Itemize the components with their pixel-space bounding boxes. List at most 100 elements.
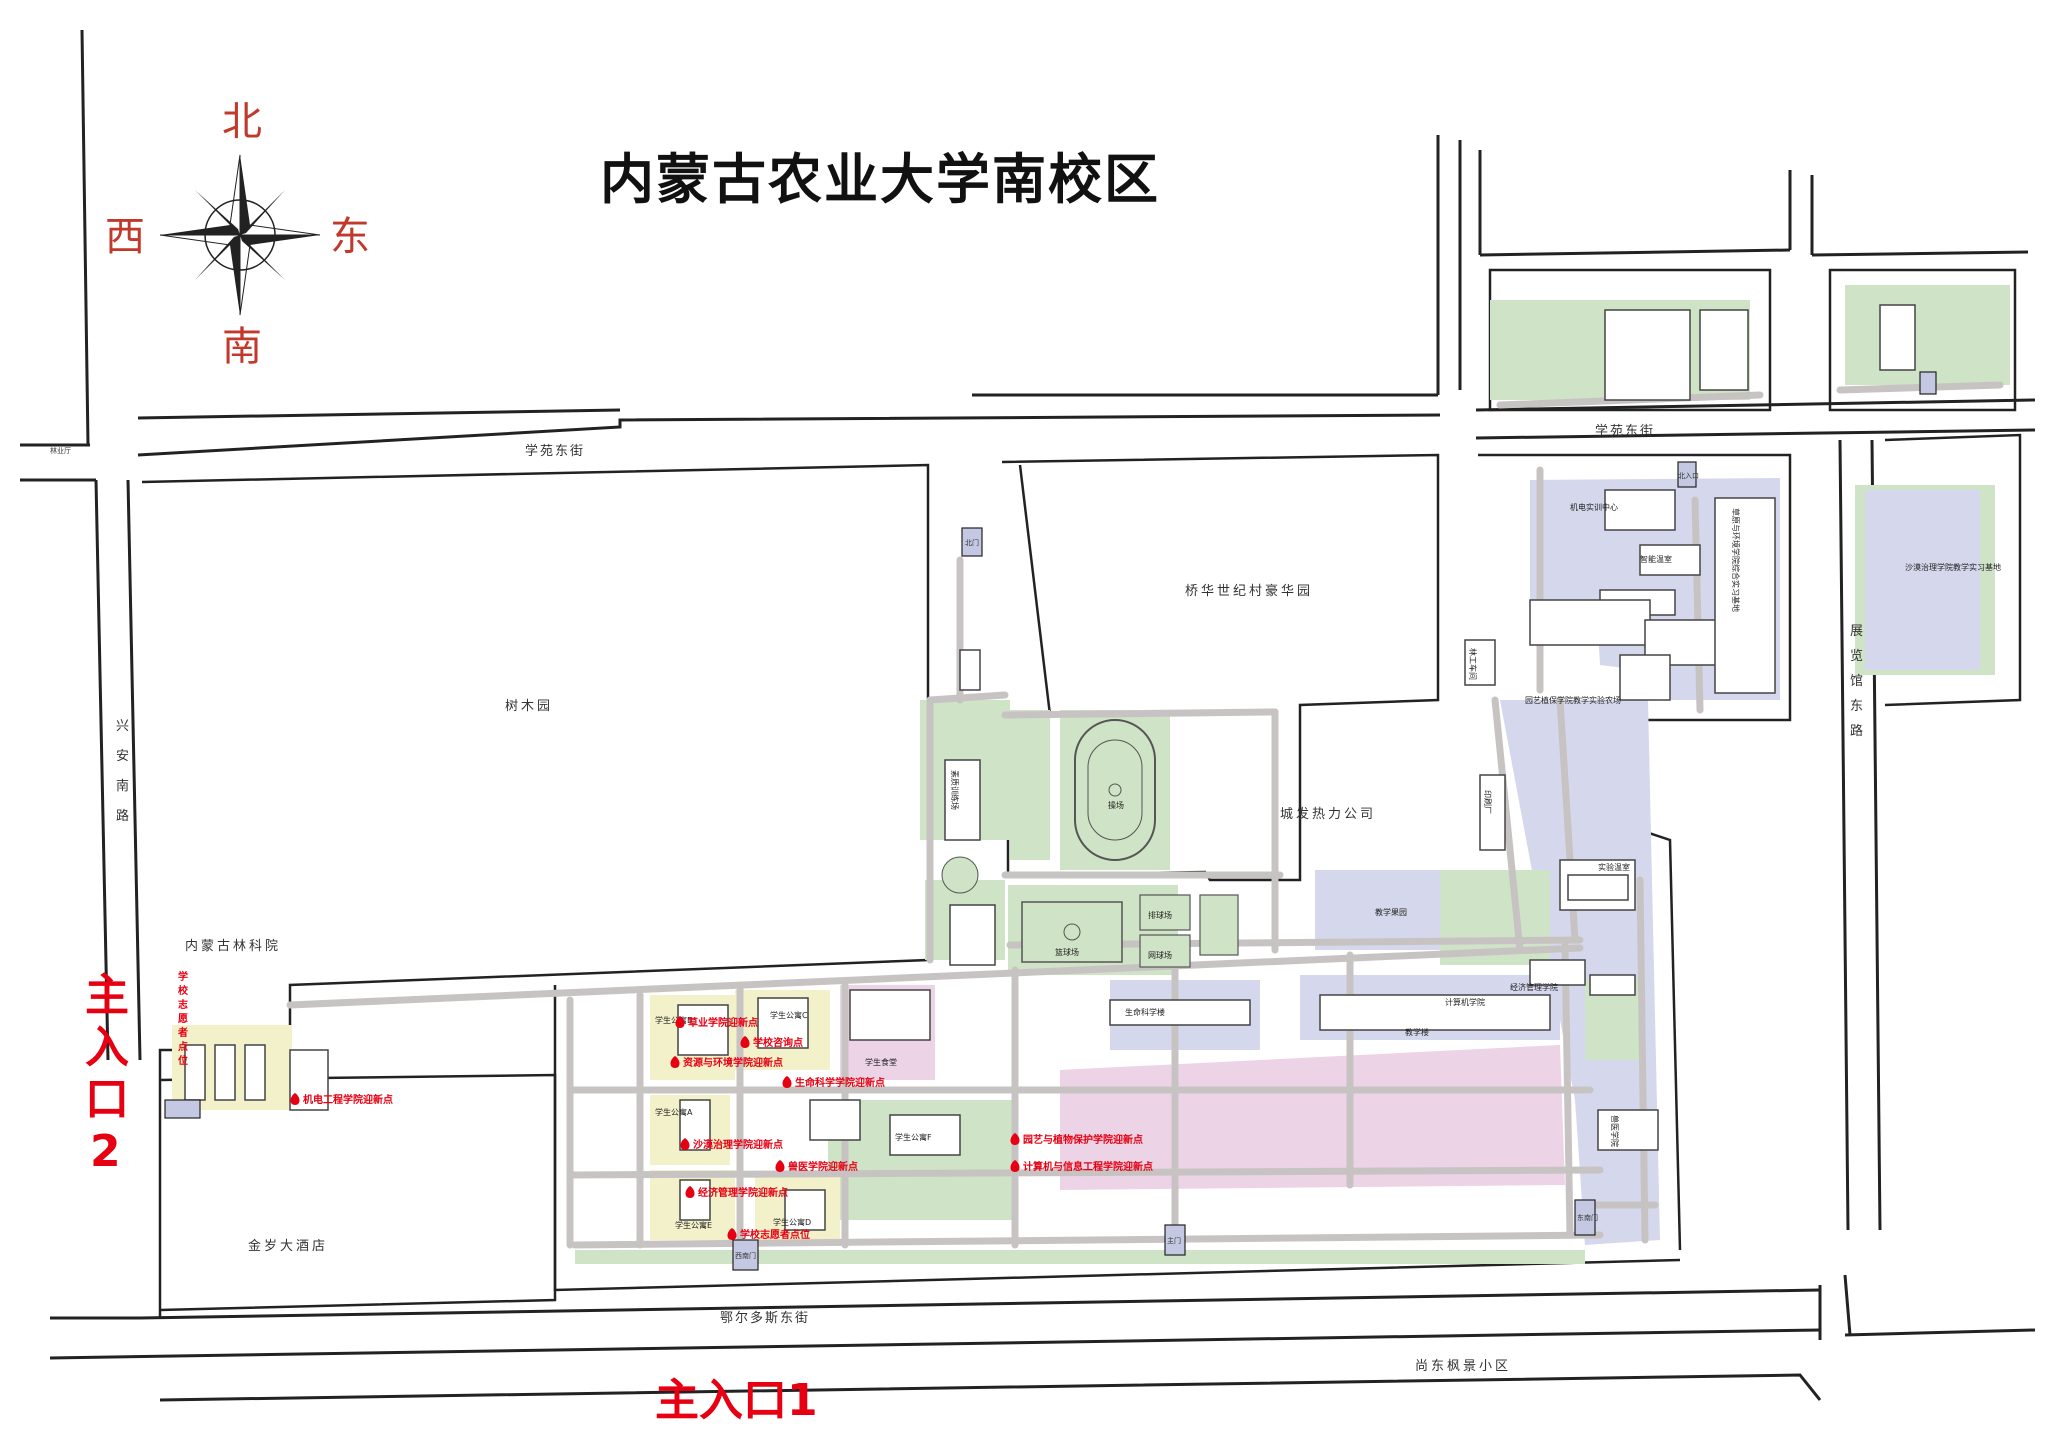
pin[interactable]: 学校咨询点 xyxy=(740,1036,804,1049)
gate-north: 北门 xyxy=(965,538,979,547)
building-apt-d: 学生公寓D xyxy=(773,1217,811,1227)
building-apt-e: 学生公寓E xyxy=(675,1220,712,1230)
area-shamo: 沙漠治理学院教学实习基地 xyxy=(1905,562,2001,572)
svg-text:志: 志 xyxy=(178,998,188,1011)
pin[interactable]: 经济管理学院迎新点 xyxy=(685,1186,789,1199)
building-apt-c: 学生公寓C xyxy=(770,1010,808,1020)
svg-text:点: 点 xyxy=(178,1040,188,1053)
compass-east: 东 xyxy=(330,214,370,260)
svg-text:生命科学学院迎新点: 生命科学学院迎新点 xyxy=(795,1076,885,1089)
svg-text:东: 东 xyxy=(1850,699,1865,714)
svg-text:兽医学院迎新点: 兽医学院迎新点 xyxy=(788,1160,858,1173)
welcome-pins: 草业学院迎新点 学校咨询点 资源与环境学院迎新点 生命科学学院迎新点 沙漠治理学… xyxy=(290,1016,1154,1241)
svg-text:安: 安 xyxy=(116,749,131,764)
building-teaching: 教学楼 xyxy=(1405,1027,1429,1037)
building-apt-a: 学生公寓A xyxy=(655,1107,693,1117)
map-pin-icon xyxy=(670,1056,680,1068)
area-caoyuan: 草原与环境学院综合实习基地 xyxy=(1731,508,1741,612)
pin[interactable]: 园艺与植物保护学院迎新点 xyxy=(1010,1133,1144,1146)
building-volleyball: 排球场 xyxy=(1148,910,1172,920)
svg-text:愿: 愿 xyxy=(178,1013,188,1025)
svg-text:南: 南 xyxy=(116,778,131,794)
gate-east-north: 北入口 xyxy=(1678,472,1699,480)
svg-text:馆: 馆 xyxy=(1850,674,1865,689)
svg-text:路: 路 xyxy=(116,808,131,824)
svg-text:资源与环境学院迎新点: 资源与环境学院迎新点 xyxy=(683,1056,783,1069)
svg-text:机电工程学院迎新点: 机电工程学院迎新点 xyxy=(303,1093,393,1106)
road-xueyuan-east: 学苑东街 xyxy=(1595,423,1655,439)
building-life-science: 生命科学楼 xyxy=(1125,1007,1165,1017)
pin[interactable]: 资源与环境学院迎新点 xyxy=(670,1056,784,1069)
pin[interactable]: 草业学院迎新点 xyxy=(675,1016,759,1029)
building-canteen: 学生食堂 xyxy=(865,1057,897,1067)
map-pin-icon xyxy=(1010,1133,1020,1145)
gate-main: 主门 xyxy=(1167,1236,1181,1245)
buildings-shapes xyxy=(184,304,1916,1231)
building-apt-f: 学生公寓F xyxy=(895,1132,932,1142)
area-linke: 内蒙古林科院 xyxy=(185,938,281,954)
gate-southeast: 东南门 xyxy=(1577,1213,1598,1222)
building-jidian: 机电实训中心 xyxy=(1570,502,1618,512)
svg-text:者: 者 xyxy=(177,1026,188,1039)
map-pin-icon xyxy=(782,1076,792,1088)
road-linye: 林业厅 xyxy=(50,446,71,455)
svg-text:兴: 兴 xyxy=(116,719,131,734)
pin[interactable]: 沙漠治理学院迎新点 xyxy=(680,1138,784,1151)
pin[interactable]: 学校志愿者点位 xyxy=(727,1228,811,1241)
building-playground: 操场 xyxy=(1108,800,1124,810)
building-print: 印刷厂 xyxy=(1483,790,1492,814)
building-training: 素质训练场 xyxy=(950,770,960,810)
building-computer: 计算机学院 xyxy=(1445,997,1485,1007)
area-jinsui: 金岁大酒店 xyxy=(248,1238,328,1254)
area-yuanyi: 园艺植保学院教学实验农场 xyxy=(1525,695,1621,705)
svg-text:主: 主 xyxy=(85,970,129,1021)
road-xueyuan-west: 学苑东街 xyxy=(525,443,585,459)
svg-text:览: 览 xyxy=(1850,648,1865,664)
svg-text:学: 学 xyxy=(178,970,188,983)
gate-southwest: 西南门 xyxy=(735,1251,756,1260)
building-linjie: 林工车间 xyxy=(1468,648,1478,680)
campus-paths xyxy=(286,381,2004,1249)
svg-text:入: 入 xyxy=(85,1022,129,1073)
building-tennis: 网球场 xyxy=(1148,950,1172,960)
sports-facilities xyxy=(941,719,1239,968)
pin[interactable]: 计算机与信息工程学院迎新点 xyxy=(1010,1160,1154,1173)
compass-west: 西 xyxy=(105,214,145,260)
compass-north: 北 xyxy=(222,99,262,145)
svg-text:学校咨询点: 学校咨询点 xyxy=(753,1036,803,1049)
road-erdos: 鄂尔多斯东街 xyxy=(720,1310,810,1326)
map-title: 内蒙古农业大学南校区 xyxy=(600,148,1160,211)
svg-text:草业学院迎新点: 草业学院迎新点 xyxy=(688,1016,758,1029)
building-basketball: 篮球场 xyxy=(1055,947,1079,957)
map-pin-icon xyxy=(680,1138,690,1150)
map-pin-icon xyxy=(740,1036,750,1048)
area-qiaohua: 桥华世纪村豪华园 xyxy=(1185,583,1313,599)
building-vet: 兽医学院 xyxy=(1610,1115,1620,1147)
map-pin-icon xyxy=(675,1016,685,1028)
svg-text:口: 口 xyxy=(85,1074,129,1125)
svg-text:位: 位 xyxy=(178,1054,188,1067)
entrance-main-1: 主入口1 xyxy=(655,1375,818,1426)
area-shumu: 树木园 xyxy=(505,699,553,714)
building-economics: 经济管理学院 xyxy=(1510,982,1558,992)
compass-south: 南 xyxy=(222,324,262,370)
pin[interactable]: 生命科学学院迎新点 xyxy=(782,1076,886,1089)
svg-text:2: 2 xyxy=(90,1126,121,1177)
road-zhanlan: 展 览 馆 东 路 xyxy=(1850,624,1865,739)
pin[interactable]: 机电工程学院迎新点 xyxy=(290,1093,394,1106)
map-pin-icon xyxy=(685,1186,695,1198)
svg-text:经济管理学院迎新点: 经济管理学院迎新点 xyxy=(698,1186,788,1199)
area-chengfa: 城发热力公司 xyxy=(1280,806,1376,822)
gates xyxy=(164,371,1937,1271)
svg-text:计算机与信息工程学院迎新点: 计算机与信息工程学院迎新点 xyxy=(1023,1160,1153,1173)
map-pin-icon xyxy=(290,1093,300,1105)
svg-text:展: 展 xyxy=(1850,624,1865,639)
building-smart-greenhouse: 智能温室 xyxy=(1640,554,1672,564)
pin[interactable]: 兽医学院迎新点 xyxy=(775,1160,859,1173)
building-orchard: 教学果园 xyxy=(1375,907,1407,917)
entrance-main-2: 主 入 口 2 xyxy=(85,970,129,1177)
svg-text:园艺与植物保护学院迎新点: 园艺与植物保护学院迎新点 xyxy=(1023,1133,1143,1146)
volunteer-point-vertical: 学 校 志 愿 者 点 位 xyxy=(177,970,189,1067)
svg-text:沙漠治理学院迎新点: 沙漠治理学院迎新点 xyxy=(693,1138,783,1151)
road-xingan: 兴 安 南 路 xyxy=(116,719,131,824)
